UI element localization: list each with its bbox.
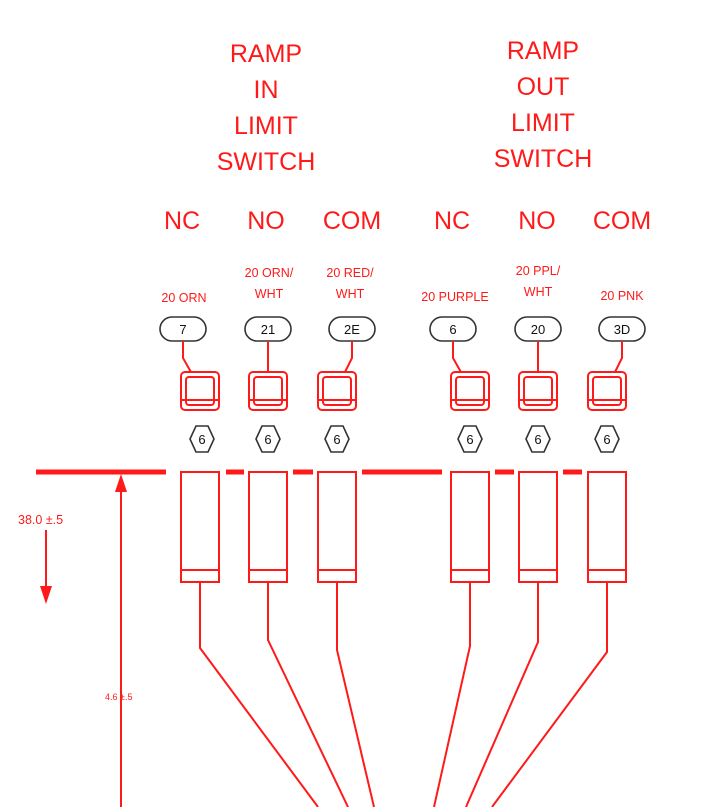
group-title-line: OUT xyxy=(517,73,570,101)
group-title-ramp-in: RAMP IN LIMIT SWITCH xyxy=(217,40,316,176)
wire-label: 20 RED/ xyxy=(326,266,374,280)
group-title-line: LIMIT xyxy=(511,109,575,137)
hexagon-tag xyxy=(525,425,551,453)
terminal-label: NC xyxy=(434,207,470,235)
terminal-label: NO xyxy=(518,207,556,235)
sleeve xyxy=(248,471,288,583)
terminal-label: COM xyxy=(323,207,381,235)
group-title-line: RAMP xyxy=(507,37,579,65)
group-title-line: SWITCH xyxy=(217,148,316,176)
wire-label: 20 PNK xyxy=(600,289,644,303)
hexagon-tag xyxy=(594,425,620,453)
group-title-line: LIMIT xyxy=(234,112,298,140)
gauge-number: 6 xyxy=(534,432,541,447)
wire-label: 20 PPL/ xyxy=(516,264,561,278)
wires xyxy=(199,582,608,807)
terminal-label: COM xyxy=(593,207,651,235)
connectors xyxy=(180,371,627,411)
group-title-ramp-out: RAMP OUT LIMIT SWITCH xyxy=(494,37,593,173)
wire-label: 20 ORN/ xyxy=(245,266,294,280)
group-title-line: RAMP xyxy=(230,40,302,68)
sleeve xyxy=(450,471,490,583)
sleeve xyxy=(317,471,357,583)
circuit-number: 20 xyxy=(531,322,545,337)
hexagon-tag xyxy=(324,425,350,453)
circuit-number: 3D xyxy=(614,322,631,337)
dimension-label: 4.6 ±.5 xyxy=(105,692,132,702)
terminal-connector xyxy=(248,371,288,411)
wire-label: WHT xyxy=(524,285,553,299)
gauge-number: 6 xyxy=(603,432,610,447)
hexagon-tag xyxy=(457,425,483,453)
terminal-label: NO xyxy=(247,207,285,235)
circuit-number: 6 xyxy=(449,322,456,337)
gauge-number: 6 xyxy=(264,432,271,447)
wire-label: 20 ORN xyxy=(161,291,206,305)
dimension-arrow xyxy=(40,474,127,807)
circuit-tags xyxy=(159,316,646,342)
sleeve xyxy=(587,471,627,583)
dimension-label: 38.0 ±.5 xyxy=(18,513,63,527)
circuit-number: 2E xyxy=(344,322,360,337)
circuit-number: 7 xyxy=(179,322,186,337)
terminal-connector xyxy=(317,371,357,411)
gauge-number: 6 xyxy=(333,432,340,447)
group-title-line: IN xyxy=(254,76,279,104)
terminal-connector xyxy=(587,371,627,411)
sleeve xyxy=(518,471,558,583)
wire-label: WHT xyxy=(255,287,284,301)
wire-sleeves xyxy=(180,471,627,583)
circuit-number: 21 xyxy=(261,322,275,337)
terminal-connector xyxy=(180,371,220,411)
gauge-number: 6 xyxy=(466,432,473,447)
gauge-number: 6 xyxy=(198,432,205,447)
group-title-line: SWITCH xyxy=(494,145,593,173)
terminal-connector xyxy=(450,371,490,411)
wire-label: WHT xyxy=(336,287,365,301)
wire-label: 20 PURPLE xyxy=(421,290,488,304)
sleeve xyxy=(180,471,220,583)
terminal-connector xyxy=(518,371,558,411)
gauge-hexagons xyxy=(189,425,620,453)
hexagon-tag xyxy=(189,425,215,453)
terminal-label: NC xyxy=(164,207,200,235)
hexagon-tag xyxy=(255,425,281,453)
